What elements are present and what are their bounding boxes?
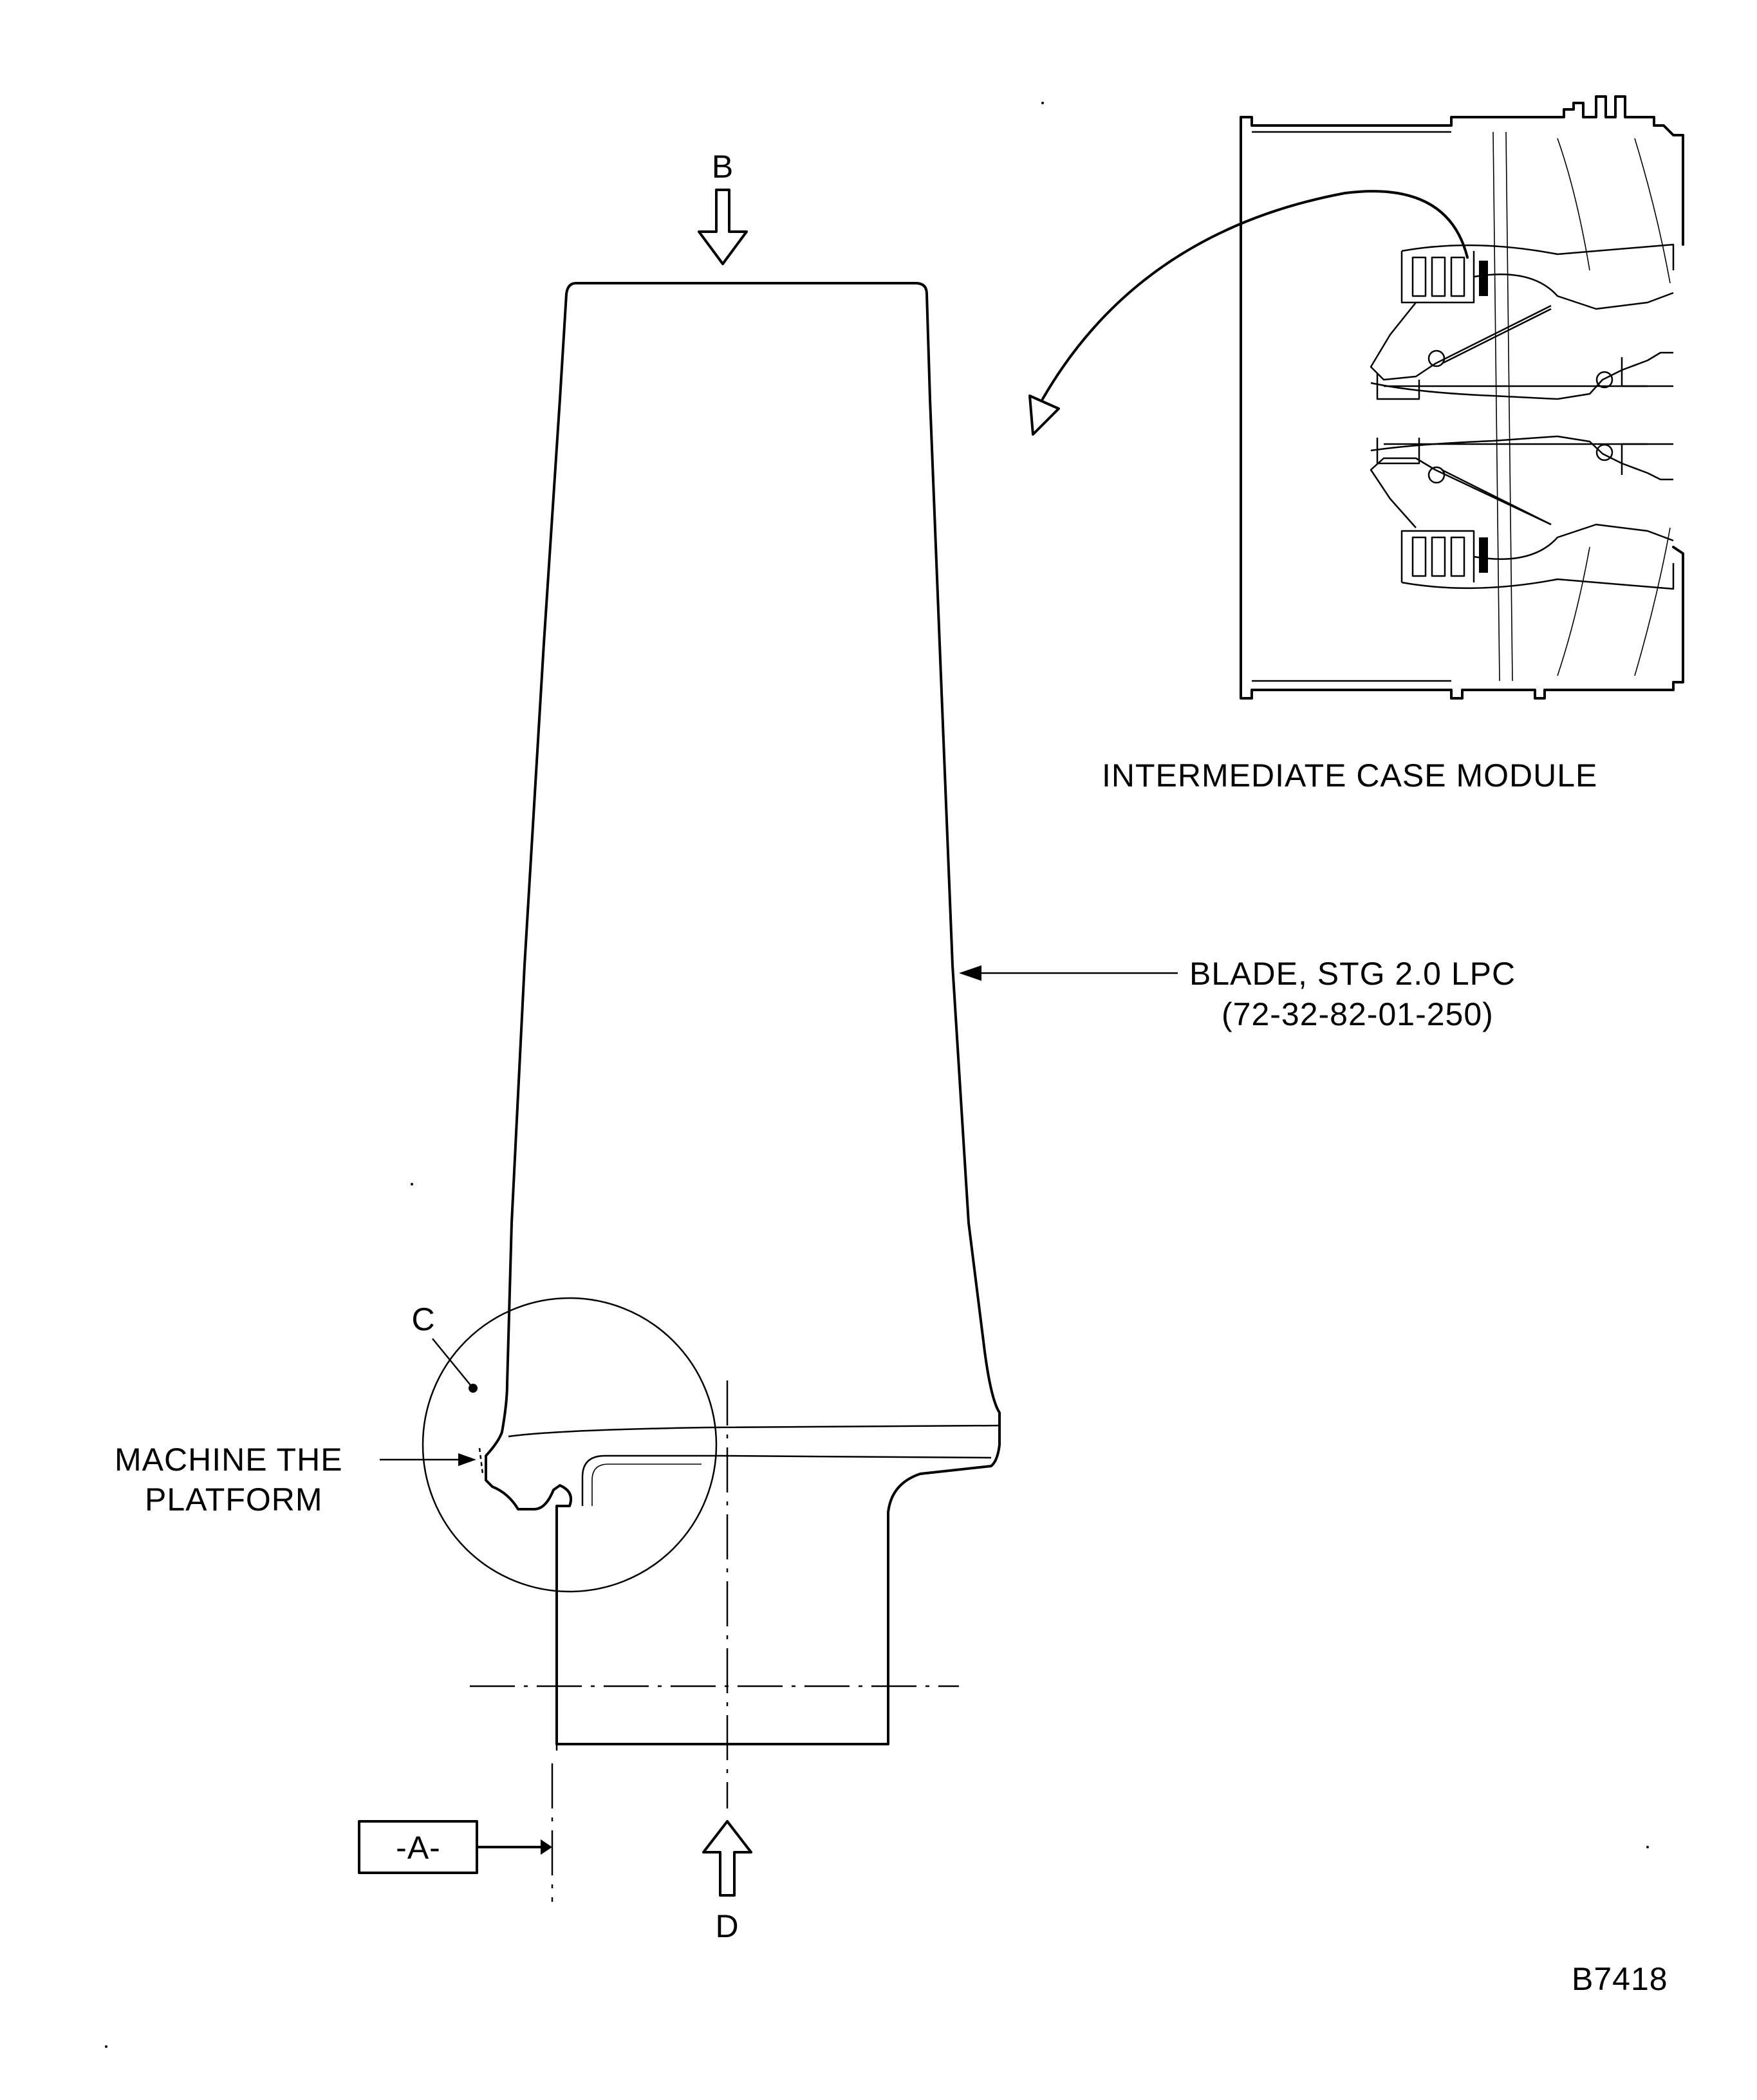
machine-callout-line1: MACHINE THE [115,1442,343,1478]
figure-id: B7418 [1572,1961,1668,1997]
machine-callout-leader [380,1447,484,1474]
view-b-label: B [712,149,734,185]
blade-callout-leader [959,965,1178,981]
scan-specks [105,102,1649,2048]
detail-circle-c [422,1297,718,1593]
view-arrow-b [698,189,748,265]
datum-label: -A- [396,1830,441,1866]
detail-c-label: C [411,1301,435,1337]
view-d-label: D [715,1908,739,1944]
centerlines [470,1380,959,1902]
view-arrow-d [702,1820,752,1897]
machine-callout-line2: PLATFORM [145,1482,323,1518]
inset-caption: INTERMEDIATE CASE MODULE [1102,757,1597,794]
blade-name-label: BLADE, STG 2.0 LPC [1189,956,1516,992]
blade-airfoil [485,282,1001,1751]
blade-part-number-label: (72-32-82-01-250) [1222,996,1494,1032]
intermediate-case-inset [1028,95,1684,700]
datum-feature [358,1820,552,1874]
